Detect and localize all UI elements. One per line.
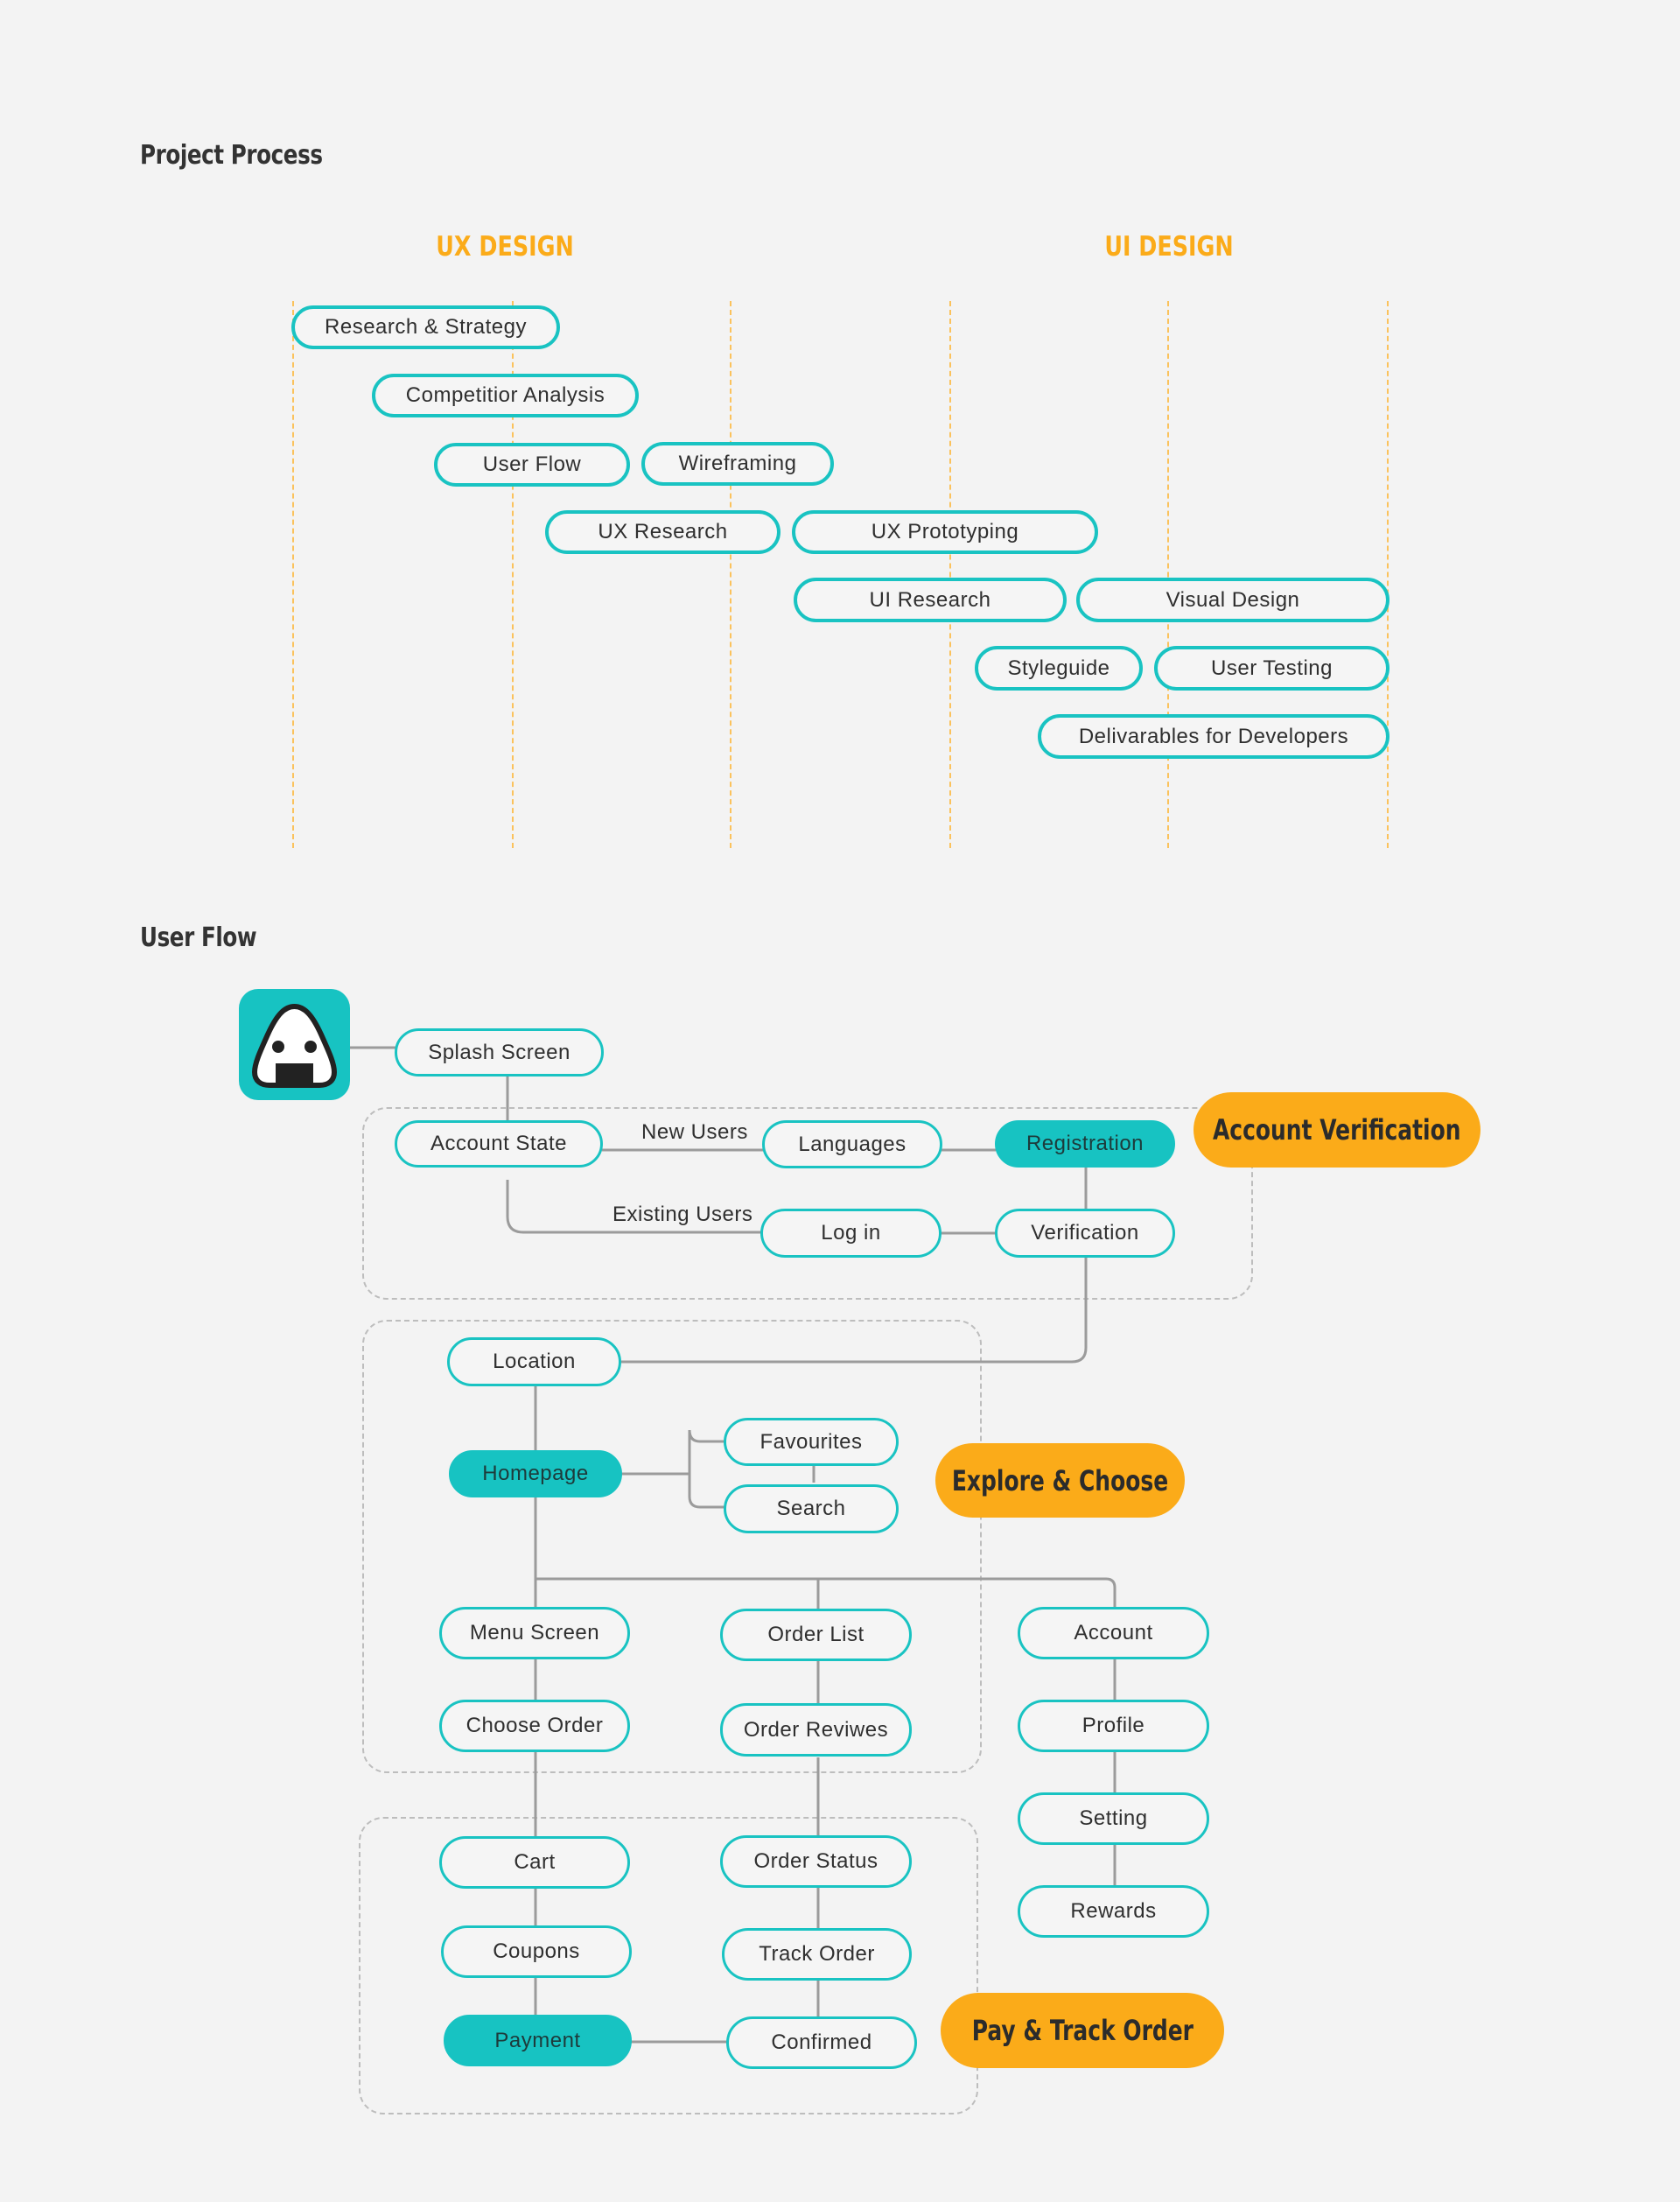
task-ui-research: UI Research (794, 578, 1067, 622)
node-track-order: Track Order (722, 1928, 912, 1981)
project-process-title: Project Process (140, 140, 323, 171)
onigiri-icon (252, 1004, 337, 1088)
task-competitor-analysis: Competitior Analysis (372, 374, 639, 417)
badge-account-verification-label: Account Verification (1213, 1113, 1461, 1147)
timeline-divider (512, 301, 514, 848)
node-menu-screen: Menu Screen (439, 1607, 630, 1659)
edge-label-existing-users: Existing Users (612, 1203, 753, 1226)
node-setting: Setting (1018, 1792, 1209, 1845)
task-wireframing: Wireframing (641, 442, 834, 486)
node-account: Account (1018, 1607, 1209, 1659)
task-research-strategy: Research & Strategy (291, 305, 560, 349)
timeline-divider (1387, 301, 1389, 848)
node-profile: Profile (1018, 1700, 1209, 1752)
group-account-verification (362, 1107, 1253, 1300)
group-explore-choose (362, 1320, 982, 1773)
node-verification: Verification (995, 1209, 1175, 1258)
node-registration: Registration (995, 1120, 1175, 1168)
node-languages: Languages (762, 1120, 942, 1168)
group-pay-track (359, 1817, 978, 2114)
node-order-list: Order List (720, 1609, 912, 1661)
node-choose-order: Choose Order (439, 1700, 630, 1752)
badge-account-verification: Account Verification (1194, 1092, 1480, 1168)
node-coupons: Coupons (441, 1925, 632, 1978)
task-ux-prototyping: UX Prototyping (792, 510, 1098, 554)
badge-pay-track-order: Pay & Track Order (941, 1993, 1224, 2068)
timeline-divider (730, 301, 732, 848)
node-order-reviews: Order Reviwes (720, 1703, 912, 1757)
user-flow-title: User Flow (140, 922, 257, 953)
ux-design-phase-label: UX DESIGN (436, 231, 574, 263)
app-logo (239, 989, 350, 1100)
badge-explore-choose-label: Explore & Choose (951, 1463, 1169, 1497)
badge-pay-track-order-label: Pay & Track Order (971, 2014, 1194, 2047)
node-log-in: Log in (760, 1209, 942, 1258)
node-search: Search (724, 1484, 899, 1533)
task-user-testing: User Testing (1154, 646, 1390, 691)
task-deliverables-for-developers: Delivarables for Developers (1038, 714, 1390, 759)
node-payment: Payment (444, 2015, 632, 2066)
node-homepage: Homepage (449, 1450, 622, 1497)
edge-label-new-users: New Users (641, 1120, 748, 1144)
node-rewards: Rewards (1018, 1885, 1209, 1938)
task-styleguide: Styleguide (975, 646, 1143, 691)
node-confirmed: Confirmed (726, 2016, 917, 2069)
timeline-divider (292, 301, 294, 848)
timeline-divider (949, 301, 951, 848)
task-ux-research: UX Research (545, 510, 780, 554)
task-user-flow: User Flow (434, 443, 630, 487)
badge-explore-choose: Explore & Choose (935, 1443, 1185, 1518)
node-order-status: Order Status (720, 1835, 912, 1888)
node-splash-screen: Splash Screen (395, 1028, 604, 1076)
node-location: Location (447, 1337, 621, 1386)
ui-design-phase-label: UI DESIGN (1104, 231, 1234, 263)
node-cart: Cart (439, 1836, 630, 1889)
node-favourites: Favourites (724, 1418, 899, 1466)
task-visual-design: Visual Design (1076, 578, 1390, 622)
node-account-state: Account State (395, 1120, 603, 1168)
timeline-divider (1167, 301, 1169, 848)
